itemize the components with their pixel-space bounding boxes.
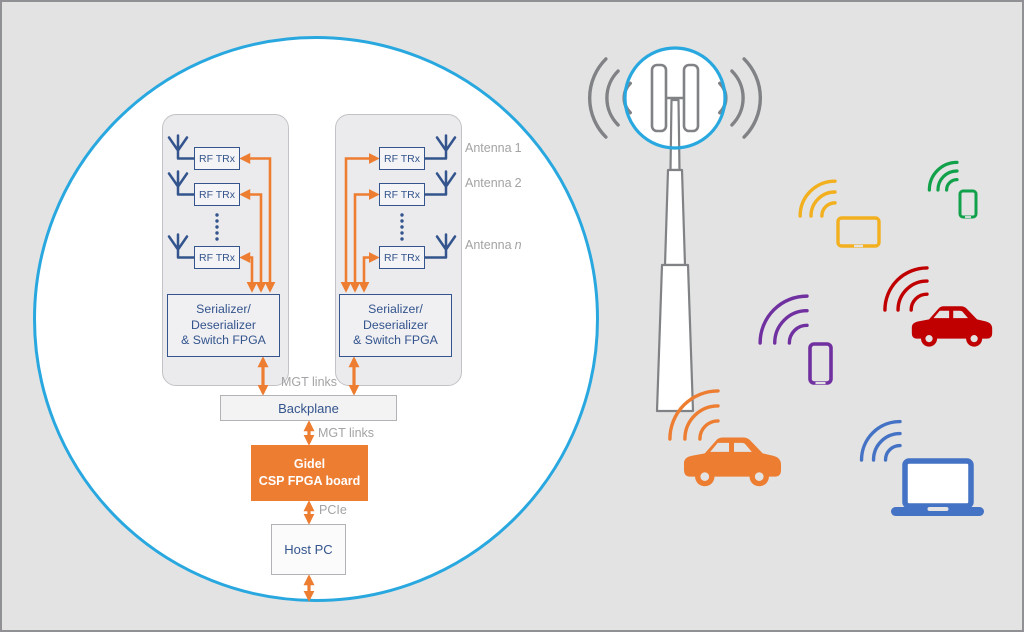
- rf-trx-box: RF TRx: [379, 183, 425, 206]
- smartphone-icon: [750, 286, 833, 385]
- antenna-icon: [167, 134, 457, 259]
- tower-highlight-ring: [623, 46, 727, 150]
- serdes-fpga-box: Serializer/ Deserializer & Switch FPGA: [167, 294, 280, 357]
- rf-serdes-connectors: [239, 153, 380, 293]
- mgt-links-label: MGT links: [281, 375, 338, 389]
- host-pc-box: Host PC: [271, 524, 346, 575]
- rf-trx-box: RF TRx: [194, 147, 240, 170]
- serdes-fpga-box: Serializer/ Deserializer & Switch FPGA: [339, 294, 452, 357]
- mgt-links-label: MGT links: [318, 426, 375, 440]
- backplane-box: Backplane: [220, 395, 397, 421]
- zoom-circle: [33, 36, 599, 602]
- rf-trx-box: RF TRx: [194, 183, 240, 206]
- car-icon: [876, 259, 993, 347]
- pcie-label: PCIe: [319, 503, 347, 517]
- rf-trx-box: RF TRx: [379, 246, 425, 269]
- laptop-icon: [854, 414, 984, 516]
- tablet-icon: [793, 174, 881, 248]
- wifi-signal-icon: [876, 259, 940, 323]
- bus-arrows: [257, 356, 360, 602]
- rf-trx-box: RF TRx: [194, 246, 240, 269]
- ellipsis-dots: [215, 213, 404, 241]
- smartphone-icon: [921, 154, 978, 219]
- rf-trx-box: RF TRx: [379, 147, 425, 170]
- gidel-csp-fpga-box: Gidel CSP FPGA board: [251, 445, 368, 501]
- cell-tower-icon: [590, 46, 761, 413]
